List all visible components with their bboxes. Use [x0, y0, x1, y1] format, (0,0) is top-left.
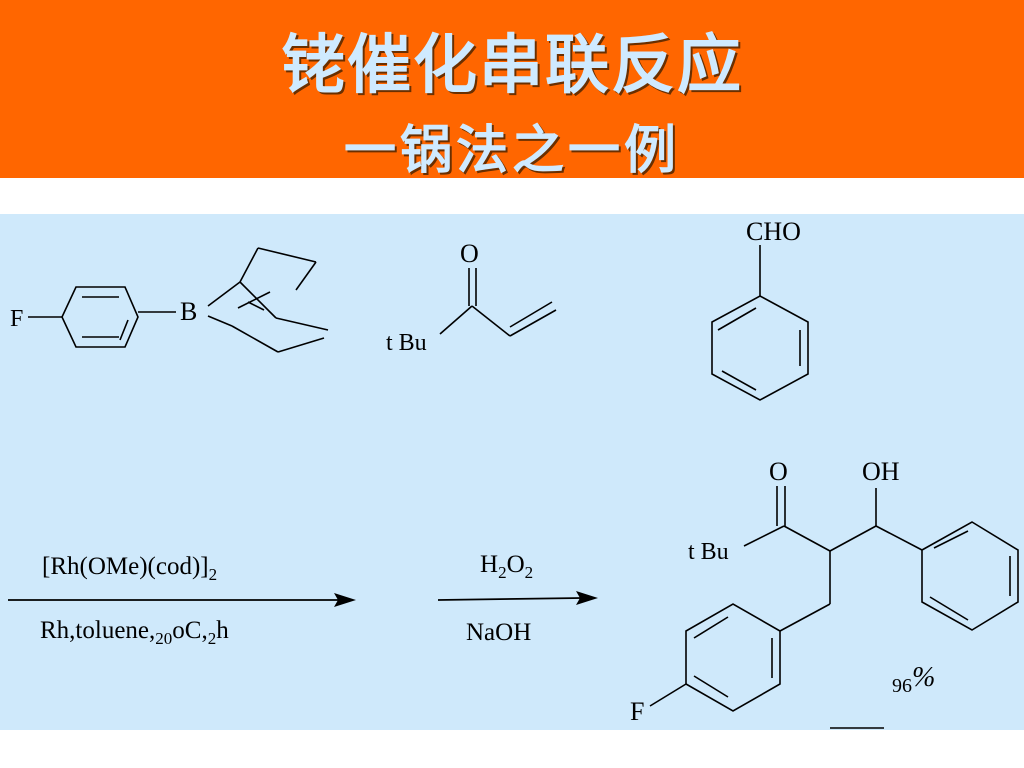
- cho-label: CHO: [746, 217, 801, 246]
- step1-arrow: [8, 593, 356, 607]
- reactant-vinyl-ketone: [439, 268, 557, 337]
- product-fluorine-label: F: [630, 697, 644, 726]
- product-tbu-label: t Bu: [688, 539, 729, 565]
- step2-reagent: H2O2: [480, 551, 533, 582]
- content-panel: [0, 214, 1024, 730]
- product-carbonyl-oxygen-label: O: [769, 457, 788, 486]
- separator-strip: [0, 178, 1024, 214]
- step2-arrow: [437, 591, 598, 605]
- boron-label: B: [180, 297, 197, 326]
- slide-subtitle: 一锅法之一例: [343, 121, 680, 181]
- yield-label: 96%: [892, 662, 935, 697]
- tbu-label: t Bu: [386, 330, 427, 356]
- product-structure: [649, 486, 1019, 729]
- reactant-benzaldehyde: [711, 245, 809, 401]
- fluorine-label: F: [10, 306, 23, 332]
- step1-reagent: [Rh(OMe)(cod)]2: [42, 553, 217, 584]
- bottom-strip: [0, 730, 1024, 768]
- carbonyl-oxygen-label: O: [460, 239, 479, 268]
- title-banner: 铑催化串联反应 一锅法之一例: [0, 0, 1024, 181]
- step1-conditions: Rh,toluene,20oC,2h: [40, 617, 229, 648]
- slide-title: 铑催化串联反应: [281, 29, 743, 103]
- reactant-fluorophenyl-bbn: [28, 247, 329, 353]
- step2-base: NaOH: [466, 619, 531, 646]
- product-hydroxyl-label: OH: [862, 457, 900, 486]
